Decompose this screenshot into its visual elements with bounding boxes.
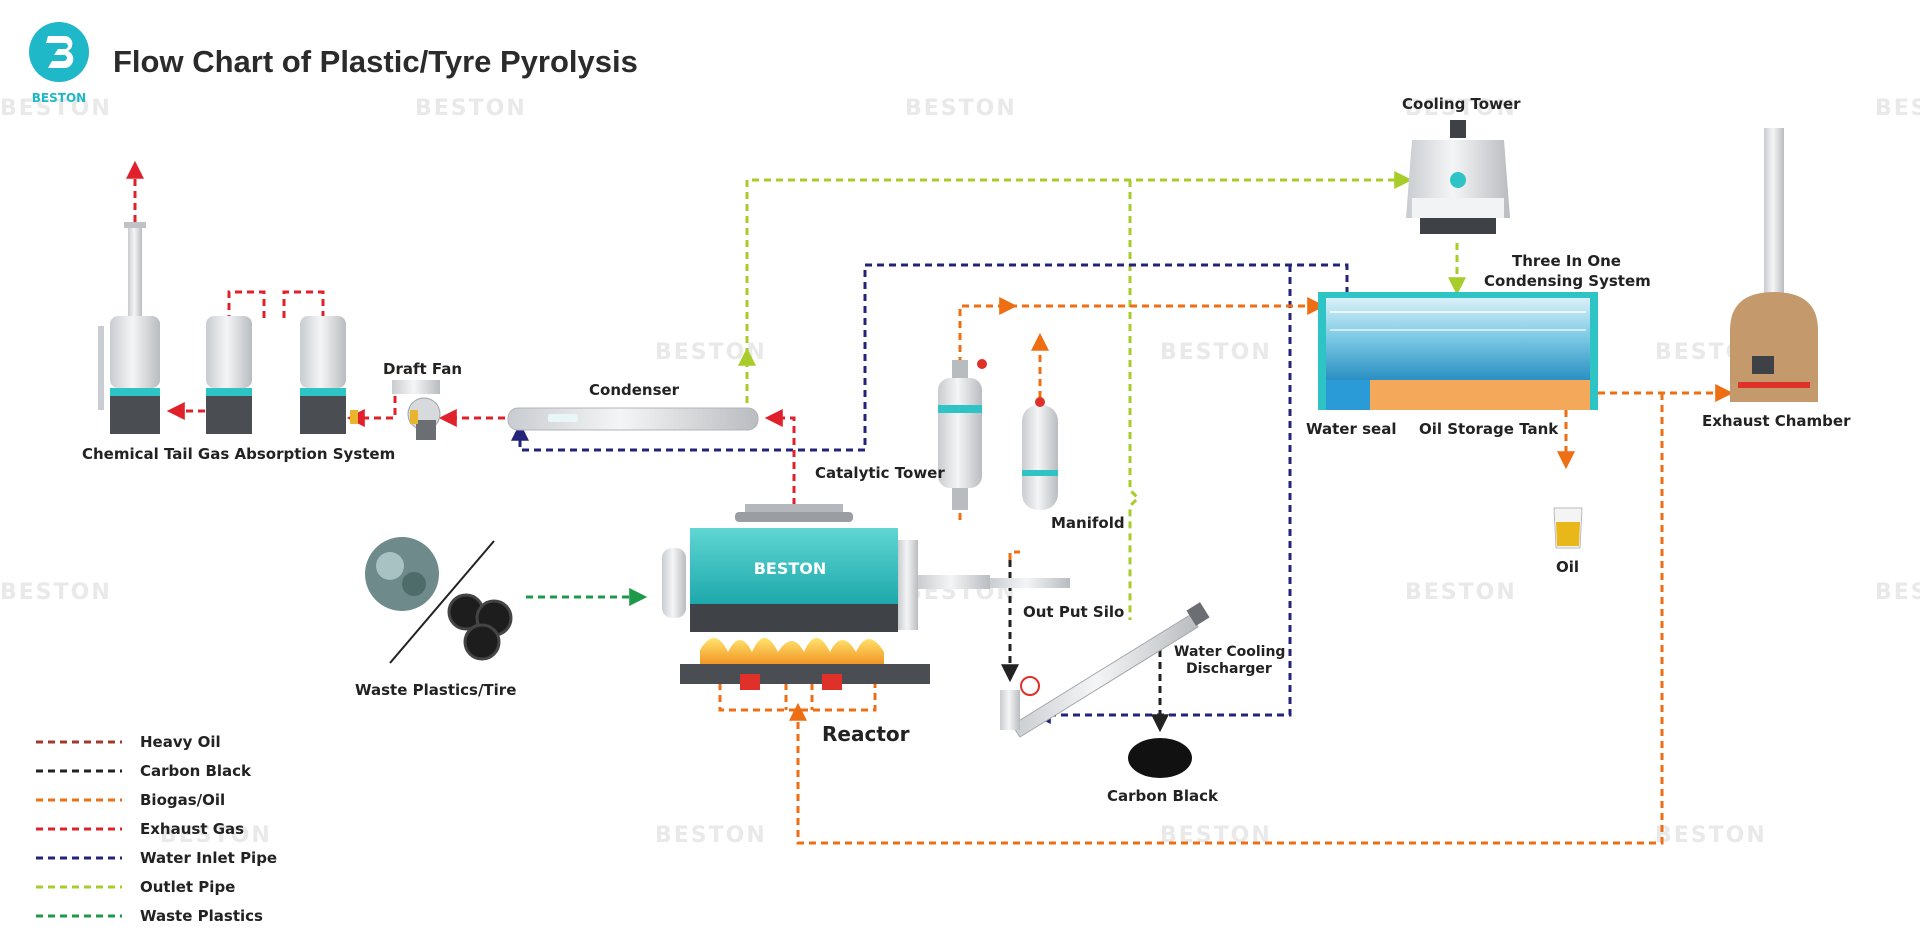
condensing-system	[1318, 292, 1598, 410]
waste-plastics-tire-image	[365, 537, 513, 664]
label-waste-plastics-tire: Waste Plastics/Tire	[355, 681, 517, 699]
watermark: BESTON	[1655, 823, 1767, 848]
svg-text:BESTON: BESTON	[32, 91, 86, 105]
label-draft-fan: Draft Fan	[383, 360, 463, 378]
beston-logo: BESTON	[26, 22, 92, 106]
watermark: BESTON	[1405, 96, 1517, 121]
exhaust-gas-line	[764, 409, 796, 505]
legend-lines	[36, 740, 122, 918]
cooling-tower	[1406, 120, 1510, 234]
page-title: Flow Chart of Plastic/Tyre Pyrolysis	[113, 44, 638, 79]
label-manifold: Manifold	[1051, 514, 1125, 532]
label-catalytic-tower: Catalytic Tower	[815, 464, 945, 482]
oil-beaker	[1553, 507, 1583, 549]
watermark: BESTON	[655, 823, 767, 848]
outlet-pipe-to-cooling-tower	[745, 171, 1413, 415]
label-exhaust-chamber: Exhaust Chamber	[1702, 412, 1851, 430]
watermark: BESTON	[1875, 96, 1920, 121]
legend-item-water-inlet-pipe: Water Inlet Pipe	[140, 849, 278, 867]
label-three-in-one-line1: Three In One	[1512, 252, 1621, 270]
legend-item-outlet-pipe: Outlet Pipe	[140, 878, 236, 896]
watermark: BESTON	[1875, 580, 1920, 605]
legend-item-carbon-black: Carbon Black	[140, 762, 252, 780]
label-water-cooling-line1: Water Cooling	[1174, 644, 1286, 660]
legend-item-biogas-oil: Biogas/Oil	[140, 791, 226, 809]
label-output-silo: Out Put Silo	[1023, 603, 1125, 621]
legend-item-exhaust-gas: Exhaust Gas	[140, 820, 245, 838]
label-water-cooling-line2: Discharger	[1186, 661, 1272, 677]
exhaust-chamber	[1730, 128, 1818, 402]
watermark: BESTON	[415, 96, 527, 121]
tail-gas-absorption-system	[98, 222, 358, 434]
watermark: BESTON	[1405, 580, 1517, 605]
legend-item-waste-plastics: Waste Plastics	[140, 907, 263, 925]
label-oil: Oil	[1556, 558, 1580, 576]
watermark: BESTON	[0, 580, 112, 605]
label-oil-storage-tank: Oil Storage Tank	[1419, 420, 1559, 438]
watermark: BESTON	[0, 96, 112, 121]
label-reactor: Reactor	[822, 722, 910, 746]
fuel-return-line	[789, 393, 1664, 845]
label-condenser: Condenser	[589, 381, 680, 399]
watermark: BESTON	[905, 96, 1017, 121]
carbon-black-pile	[1128, 738, 1192, 778]
watermark: BESTON	[1160, 340, 1272, 365]
water-inlet-pipe	[518, 263, 1349, 452]
label-cooling-tower: Cooling Tower	[1402, 95, 1521, 113]
manifold	[1022, 397, 1058, 510]
watermark: BESTON	[160, 823, 272, 848]
label-water-seal: Water seal	[1306, 420, 1397, 438]
label-chemical-tail-gas: Chemical Tail Gas Absorption System	[82, 445, 396, 463]
water-cooling-discharger	[1000, 602, 1210, 738]
label-three-in-one-line2: Condensing System	[1484, 272, 1651, 290]
reactor: BESTON	[662, 504, 1070, 690]
svg-text:BESTON: BESTON	[754, 559, 827, 578]
catalytic-tower	[938, 359, 987, 510]
label-carbon-black: Carbon Black	[1107, 787, 1219, 805]
condenser	[507, 407, 759, 431]
draft-fan	[392, 380, 441, 440]
legend-item-heavy-oil: Heavy Oil	[140, 733, 221, 751]
watermark: BESTON	[1160, 823, 1272, 848]
